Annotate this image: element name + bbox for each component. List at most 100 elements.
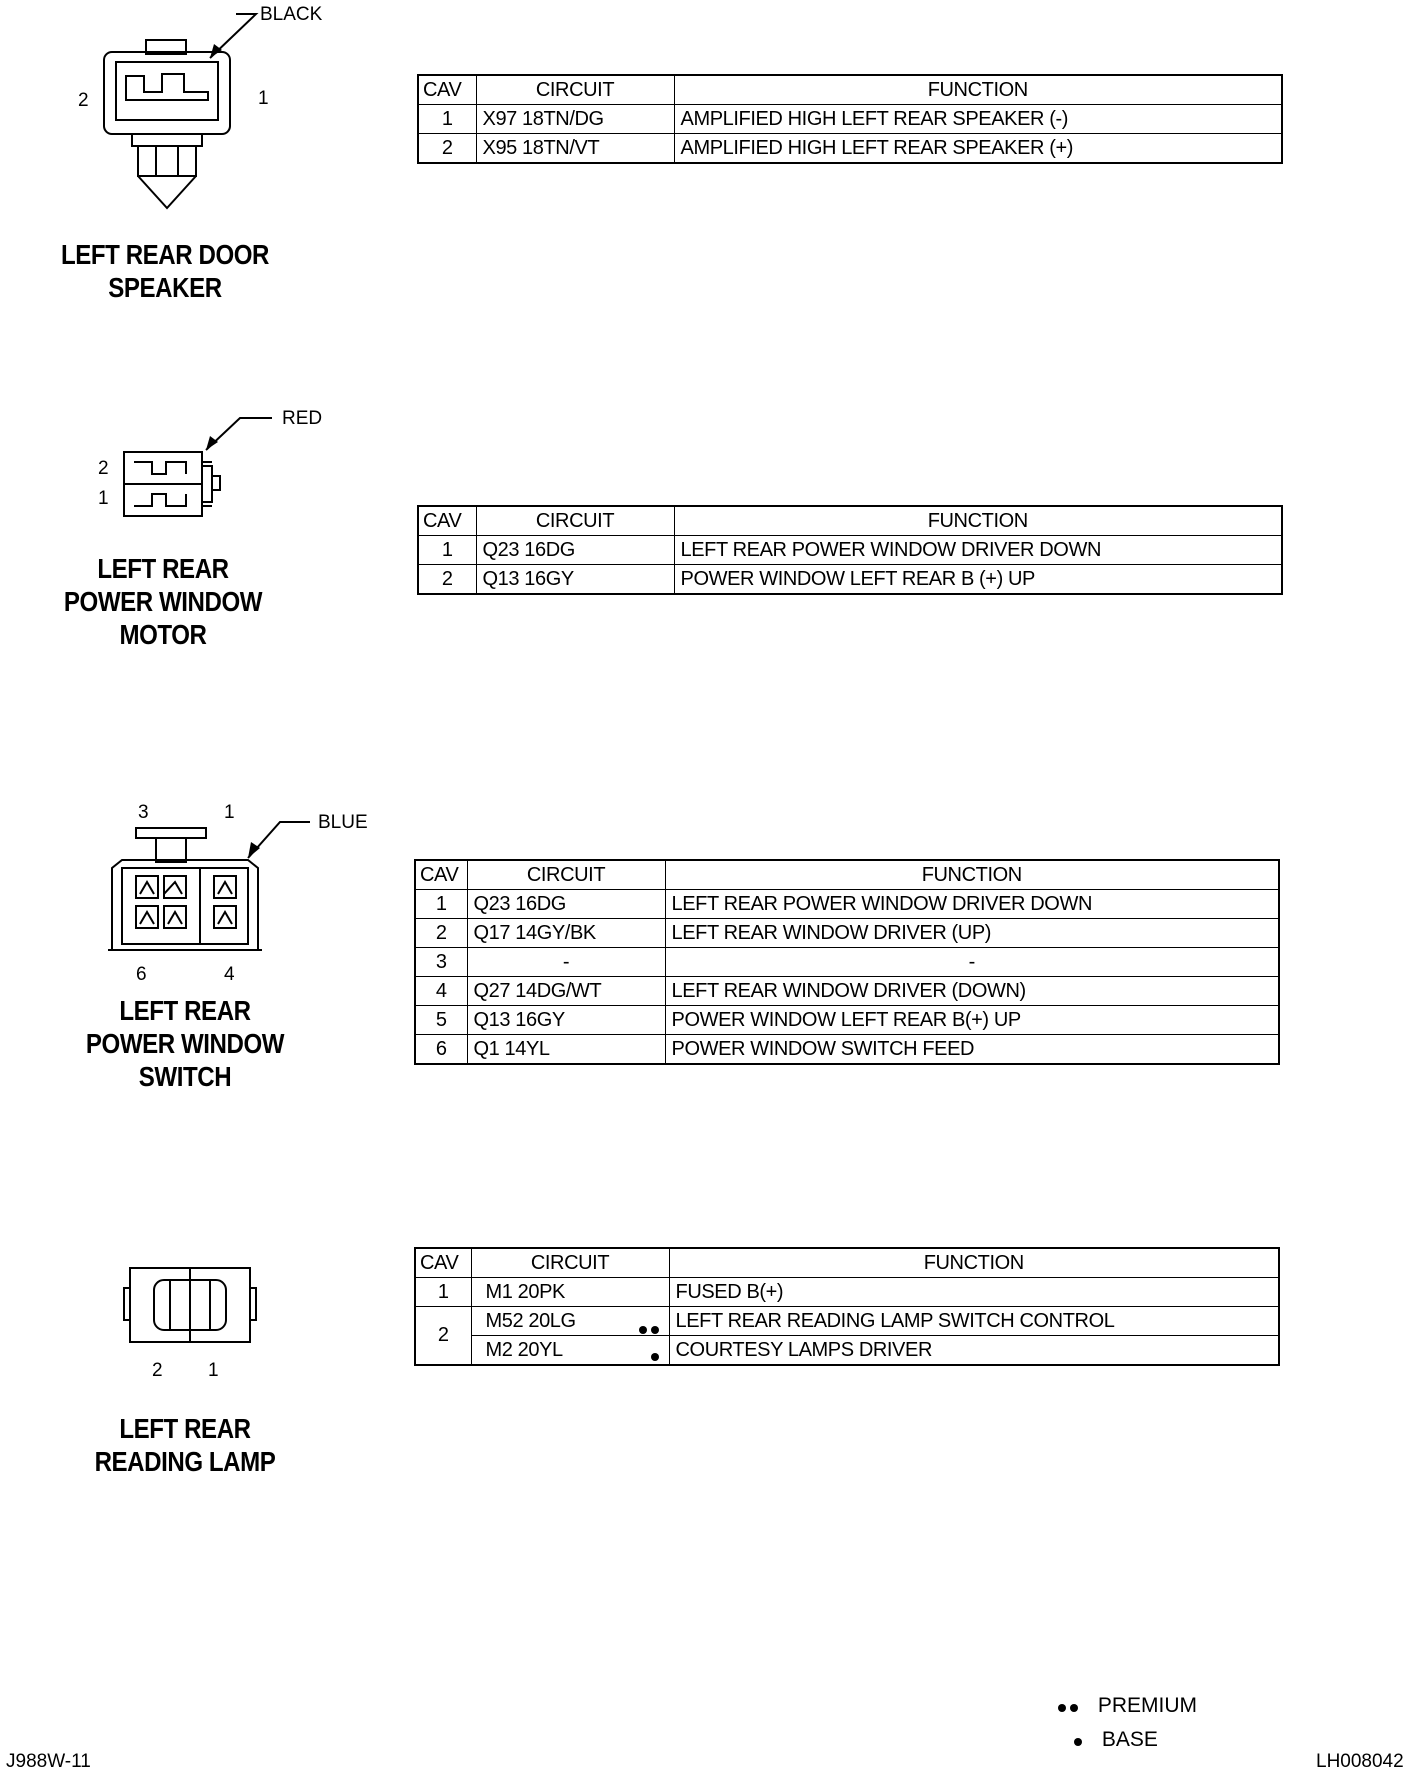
table-row: 6 Q1 14YL POWER WINDOW SWITCH FEED	[414, 1034, 1280, 1065]
window-switch-color-label: BLUE	[318, 812, 368, 833]
legend-label: PREMIUM	[1097, 1694, 1198, 1717]
header-cav: CAV	[414, 859, 468, 890]
header-circuit: CIRCUIT	[466, 859, 666, 890]
cav-cell: 2	[417, 133, 477, 164]
table-row: 2 Q17 14GY/BK LEFT REAR WINDOW DRIVER (U…	[414, 918, 1280, 948]
table-row: 1 Q23 16DG LEFT REAR POWER WINDOW DRIVER…	[417, 535, 1283, 565]
table-row: M2 20YL COURTESY LAMPS DRIVER	[415, 1335, 1280, 1367]
circuit-cell: Q13 16GY	[475, 564, 675, 595]
window-motor-title: LEFT REAR POWER WINDOW MOTOR	[56, 552, 271, 651]
circuit-cell: M1 20PK	[470, 1277, 670, 1307]
base-marker-icon	[650, 1344, 663, 1367]
window-motor-cavity-label: 1	[98, 488, 109, 509]
title-line: MOTOR	[119, 619, 207, 650]
reading-lamp-title: LEFT REAR READING LAMP	[78, 1412, 293, 1478]
header-function: FUNCTION	[664, 859, 1280, 890]
circuit-cell: M52 20LG	[470, 1306, 670, 1336]
function-cell: POWER WINDOW SWITCH FEED	[664, 1034, 1280, 1065]
header-circuit: CIRCUIT	[475, 74, 675, 105]
cav-cell: 4	[414, 976, 468, 1006]
reading-lamp-pin-table: CAV CIRCUIT FUNCTION 1 M1 20PK FUSED B(+…	[414, 1247, 1280, 1366]
function-cell: FUSED B(+)	[668, 1277, 1280, 1307]
title-line: LEFT REAR	[119, 995, 251, 1026]
function-cell: POWER WINDOW LEFT REAR B(+) UP	[664, 1005, 1280, 1035]
reading-lamp-cavity-label: 2	[152, 1360, 163, 1381]
function-cell: LEFT REAR POWER WINDOW DRIVER DOWN	[673, 535, 1283, 565]
table-row: 1 M1 20PK FUSED B(+)	[414, 1277, 1280, 1307]
title-line: SWITCH	[138, 1061, 232, 1092]
function-cell: AMPLIFIED HIGH LEFT REAR SPEAKER (+)	[673, 133, 1283, 164]
window-switch-pin-table: CAV CIRCUIT FUNCTION 1 Q23 16DG LEFT REA…	[414, 859, 1280, 1065]
circuit-cell: Q17 14GY/BK	[466, 918, 666, 948]
table-row: 4 Q27 14DG/WT LEFT REAR WINDOW DRIVER (D…	[414, 976, 1280, 1006]
header-cav: CAV	[414, 1247, 472, 1278]
window-motor-connector-drawing: RED 2 1	[98, 408, 322, 517]
cav-cell: 2	[417, 564, 477, 595]
function-cell: -	[664, 947, 1280, 977]
table-header-row: CAV CIRCUIT FUNCTION	[414, 1247, 1280, 1278]
window-motor-color-label: RED	[282, 408, 322, 429]
circuit-cell: -	[466, 947, 666, 977]
cav-cell: 1	[414, 1277, 472, 1307]
figure-id-right: LH008042	[1316, 1751, 1404, 1772]
door-speaker-pin-table: CAV CIRCUIT FUNCTION 1 X97 18TN/DG AMPLI…	[417, 74, 1283, 164]
circuit-cell: Q27 14DG/WT	[466, 976, 666, 1006]
function-cell: COURTESY LAMPS DRIVER	[668, 1335, 1280, 1366]
table-header-row: CAV CIRCUIT FUNCTION	[417, 74, 1283, 105]
cav-cell: 1	[417, 104, 477, 134]
table-row: 2 M52 20LG LEFT REAR READING LAMP SWITCH…	[414, 1306, 1280, 1366]
window-switch-cavity-label: 6	[136, 964, 147, 985]
window-switch-cavity-label: 3	[138, 802, 149, 823]
title-line: LEFT REAR	[97, 553, 229, 584]
header-function: FUNCTION	[673, 505, 1283, 536]
window-motor-pin-table: CAV CIRCUIT FUNCTION 1 Q23 16DG LEFT REA…	[417, 505, 1283, 595]
title-line: POWER WINDOW	[85, 1028, 285, 1059]
cav-cell: 5	[414, 1005, 468, 1035]
double-dot-icon	[1058, 1694, 1082, 1717]
title-line: LEFT REAR DOOR	[60, 239, 270, 270]
table-header-row: CAV CIRCUIT FUNCTION	[417, 505, 1283, 536]
legend-base: BASE	[1074, 1728, 1158, 1752]
legend-premium: PREMIUM	[1058, 1694, 1197, 1718]
table-header-row: CAV CIRCUIT FUNCTION	[414, 859, 1280, 890]
circuit-cell: Q13 16GY	[466, 1005, 666, 1035]
title-line: SPEAKER	[108, 272, 222, 303]
door-speaker-color-label: BLACK	[260, 4, 323, 25]
circuit-cell: Q23 16DG	[475, 535, 675, 565]
premium-marker-icon	[638, 1317, 663, 1340]
door-speaker-connector-drawing: BLACK 2 1	[78, 4, 323, 210]
header-function: FUNCTION	[668, 1247, 1280, 1278]
function-cell: POWER WINDOW LEFT REAR B (+) UP	[673, 564, 1283, 595]
header-function: FUNCTION	[673, 74, 1283, 105]
function-cell: LEFT REAR POWER WINDOW DRIVER DOWN	[664, 889, 1280, 919]
table-row: 5 Q13 16GY POWER WINDOW LEFT REAR B(+) U…	[414, 1005, 1280, 1035]
door-speaker-title: LEFT REAR DOOR SPEAKER	[58, 238, 273, 304]
reading-lamp-cavity-label: 1	[208, 1360, 219, 1381]
table-row: 2 X95 18TN/VT AMPLIFIED HIGH LEFT REAR S…	[417, 133, 1283, 164]
legend-label: BASE	[1101, 1728, 1158, 1751]
table-row: 1 X97 18TN/DG AMPLIFIED HIGH LEFT REAR S…	[417, 104, 1283, 134]
function-cell: LEFT REAR WINDOW DRIVER (DOWN)	[664, 976, 1280, 1006]
title-line: POWER WINDOW	[63, 586, 263, 617]
window-switch-cavity-label: 1	[224, 802, 235, 823]
reading-lamp-connector-drawing: 2 1	[123, 1267, 257, 1381]
circuit-cell: Q1 14YL	[466, 1034, 666, 1065]
header-circuit: CIRCUIT	[475, 505, 675, 536]
single-dot-icon	[1074, 1728, 1086, 1751]
table-row: 1 Q23 16DG LEFT REAR POWER WINDOW DRIVER…	[414, 889, 1280, 919]
cav-cell: 1	[417, 535, 477, 565]
title-line: LEFT REAR	[119, 1413, 251, 1444]
circuit-code: M2 20YL	[485, 1338, 564, 1361]
circuit-cell: M2 20YL	[470, 1335, 670, 1367]
cav-cell: 3	[414, 947, 468, 977]
circuit-cell: X95 18TN/VT	[475, 133, 675, 164]
cav-cell: 1	[414, 889, 468, 919]
circuit-cell: X97 18TN/DG	[475, 104, 675, 134]
door-speaker-cavity-label: 2	[78, 90, 89, 111]
window-switch-title: LEFT REAR POWER WINDOW SWITCH	[78, 994, 293, 1093]
cav-cell: 6	[414, 1034, 468, 1065]
circuit-code: M52 20LG	[485, 1309, 577, 1332]
window-switch-connector-drawing: BLUE 3 1 6 4	[108, 802, 368, 985]
function-cell: LEFT REAR WINDOW DRIVER (UP)	[664, 918, 1280, 948]
header-cav: CAV	[417, 74, 477, 105]
